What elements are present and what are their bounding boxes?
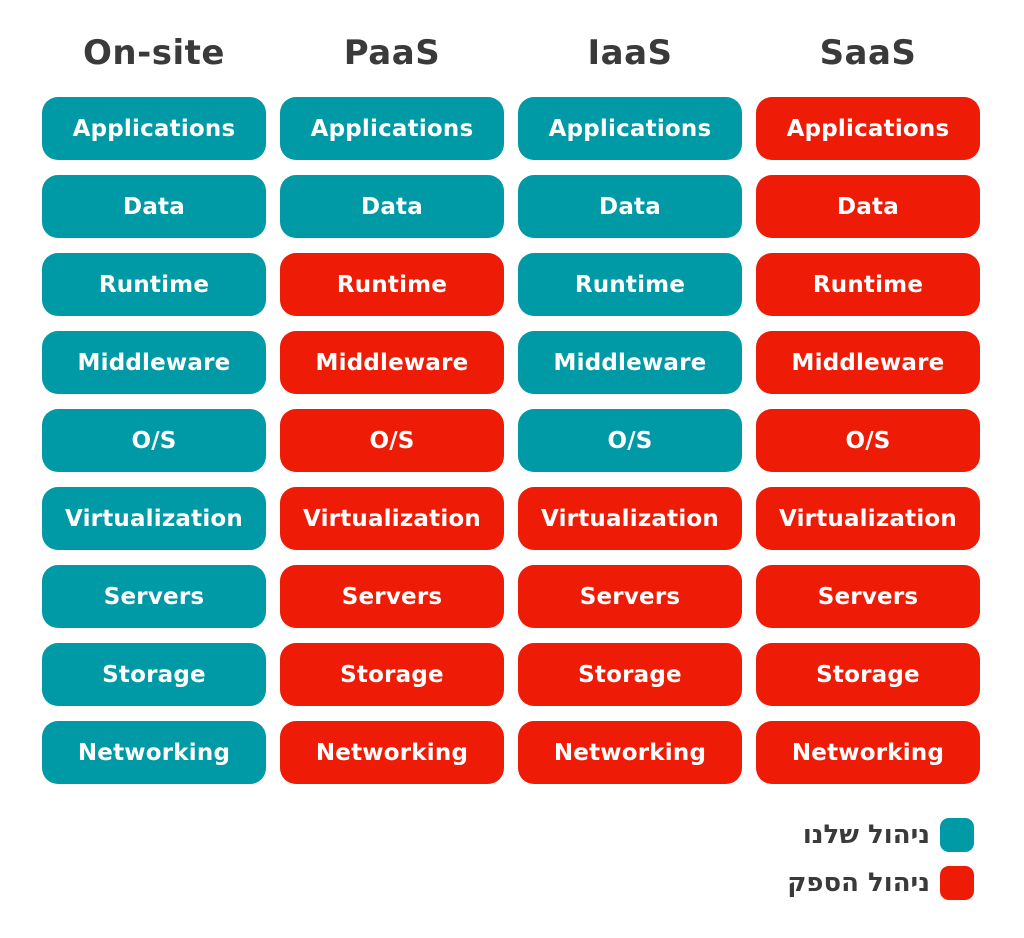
layer-cell: Virtualization bbox=[518, 487, 742, 550]
layer-cell: O/S bbox=[280, 409, 504, 472]
legend-label: ניהול שלנו bbox=[802, 820, 930, 850]
column-paas: PaaS Applications Data Runtime Middlewar… bbox=[280, 28, 504, 799]
layer-cell: Runtime bbox=[518, 253, 742, 316]
layer-cell: Storage bbox=[756, 643, 980, 706]
legend-label: ניהול הספק bbox=[787, 868, 930, 898]
layer-cell: Runtime bbox=[280, 253, 504, 316]
layer-cell: Middleware bbox=[518, 331, 742, 394]
layer-cell: Data bbox=[756, 175, 980, 238]
column-iaas: IaaS Applications Data Runtime Middlewar… bbox=[518, 28, 742, 799]
layer-cell: Data bbox=[518, 175, 742, 238]
layer-cell: Data bbox=[42, 175, 266, 238]
layer-cell: Storage bbox=[280, 643, 504, 706]
column-title: SaaS bbox=[819, 33, 917, 73]
column-on-site: On-site Applications Data Runtime Middle… bbox=[42, 28, 266, 799]
layer-cell: Virtualization bbox=[42, 487, 266, 550]
layer-cell: O/S bbox=[518, 409, 742, 472]
legend: ניהול שלנו ניהול הספק bbox=[787, 818, 974, 900]
layer-cell: Applications bbox=[518, 97, 742, 160]
layer-cell: Storage bbox=[518, 643, 742, 706]
legend-swatch-red bbox=[940, 866, 974, 900]
layer-cell: Networking bbox=[280, 721, 504, 784]
layer-cell: Virtualization bbox=[280, 487, 504, 550]
layer-cell: Servers bbox=[280, 565, 504, 628]
legend-swatch-teal bbox=[940, 818, 974, 852]
layer-cell: Applications bbox=[280, 97, 504, 160]
layer-cell: Applications bbox=[756, 97, 980, 160]
column-saas: SaaS Applications Data Runtime Middlewar… bbox=[756, 28, 980, 799]
layer-cell: Runtime bbox=[42, 253, 266, 316]
layer-cell: O/S bbox=[42, 409, 266, 472]
layer-cell: Networking bbox=[42, 721, 266, 784]
layer-cell: Middleware bbox=[756, 331, 980, 394]
column-title: PaaS bbox=[343, 33, 441, 73]
layer-cell: Middleware bbox=[42, 331, 266, 394]
legend-item-us: ניהול שלנו bbox=[803, 818, 974, 852]
layer-cell: Data bbox=[280, 175, 504, 238]
layer-cell: Servers bbox=[518, 565, 742, 628]
layer-cell: Storage bbox=[42, 643, 266, 706]
layer-cell: Networking bbox=[756, 721, 980, 784]
layer-cell: Virtualization bbox=[756, 487, 980, 550]
legend-item-provider: ניהול הספק bbox=[787, 866, 974, 900]
layer-cell: Networking bbox=[518, 721, 742, 784]
column-title: IaaS bbox=[587, 33, 673, 73]
column-title: On-site bbox=[83, 33, 225, 73]
service-model-grid: On-site Applications Data Runtime Middle… bbox=[42, 28, 980, 799]
layer-cell: Runtime bbox=[756, 253, 980, 316]
layer-cell: Middleware bbox=[280, 331, 504, 394]
layer-cell: Servers bbox=[756, 565, 980, 628]
layer-cell: O/S bbox=[756, 409, 980, 472]
layer-cell: Applications bbox=[42, 97, 266, 160]
layer-cell: Servers bbox=[42, 565, 266, 628]
